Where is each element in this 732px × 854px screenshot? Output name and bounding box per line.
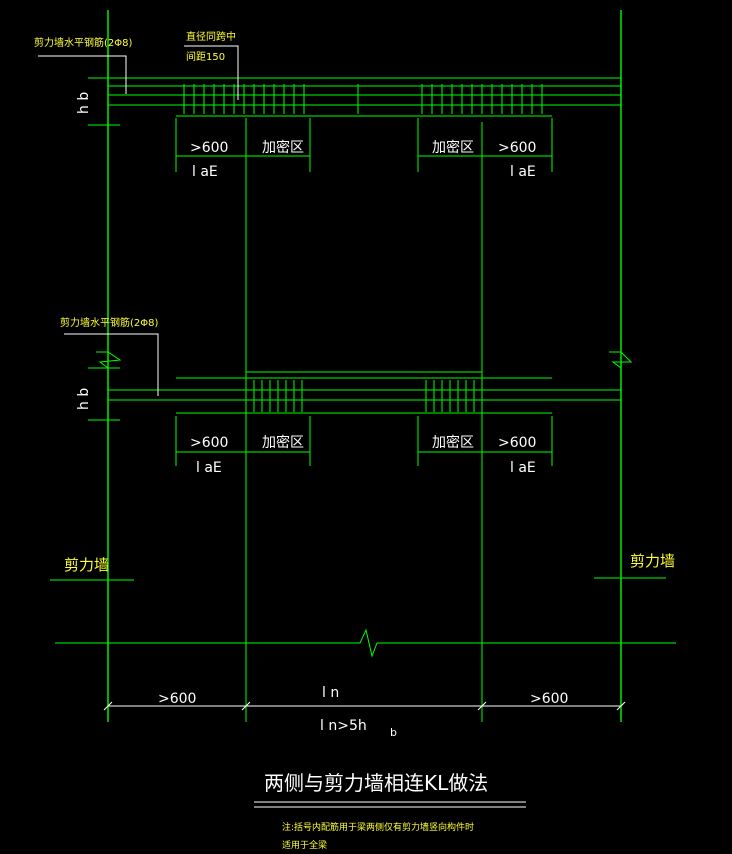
top-beam [88,77,621,126]
span-condition-subscript: b [390,726,397,739]
middle-dims [175,416,553,466]
dim-gt600-bottom-left: >600 [158,691,196,707]
dim-gt600-bottom-right: >600 [530,691,568,707]
shear-wall-label-left: 剪力墙 [64,556,109,574]
lae-top-left: l aE [192,164,218,180]
top-rebar-leader [38,55,127,94]
wall-rebar-label-top: 剪力墙水平钢筋(2Φ8) [34,36,132,49]
ln-label: l n [322,685,339,701]
middle-beam [88,367,621,421]
spacing-leader [184,45,239,100]
top-dims [175,118,553,172]
drawing-title: 两侧与剪力墙相连KL做法 [264,771,488,795]
dense-zone-mid-left: 加密区 [262,434,304,451]
dense-zone-top-right: 加密区 [432,139,474,156]
lae-mid-right: l aE [510,460,536,476]
lae-mid-left: l aE [196,460,222,476]
span-condition-label: l n>5h [320,718,367,734]
dim-gt600-top-right: >600 [498,140,536,156]
hb-label-mid: h b [76,388,92,410]
wall-rebar-label-mid: 剪力墙水平钢筋(2Φ8) [60,316,158,329]
spacing-label-line2: 间距150 [186,50,225,63]
dense-zone-mid-right: 加密区 [432,434,474,451]
dim-gt600-mid-right: >600 [498,435,536,451]
hb-label-top: h b [76,92,92,114]
span-dimension [103,701,626,711]
lae-top-right: l aE [510,164,536,180]
spacing-label-line1: 直径同跨中 [186,30,236,43]
mid-rebar-leader [64,333,159,396]
left-break-mark [96,351,122,369]
dense-zone-top-left: 加密区 [262,139,304,156]
dim-gt600-top-left: >600 [190,140,228,156]
shear-wall-label-right: 剪力墙 [630,552,675,570]
right-break-mark [609,351,633,369]
dim-gt600-mid-left: >600 [190,435,228,451]
bottom-break-line [55,628,676,658]
note-line-1: 注:括号内配筋用于梁两侧仅有剪力墙竖向构件时 [282,821,474,833]
note-line-2: 适用于全梁 [282,839,327,851]
